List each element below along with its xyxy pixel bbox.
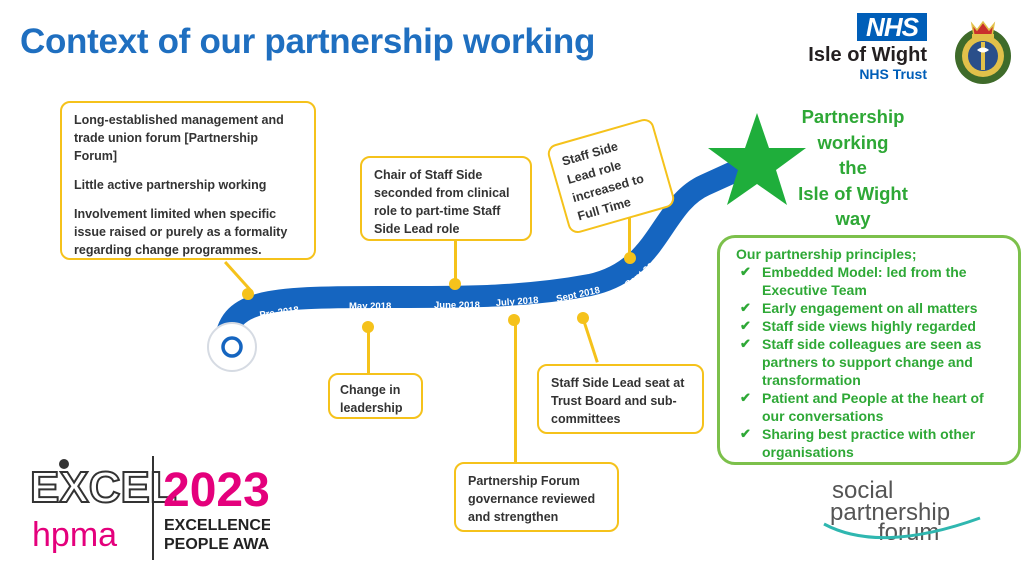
check-icon: ✔ xyxy=(740,264,751,279)
page-title: Context of our partnership working xyxy=(20,22,596,61)
hpma-wordmark: hpma xyxy=(32,516,117,554)
check-icon: ✔ xyxy=(740,426,751,441)
heading-line: working xyxy=(817,131,889,153)
org-name-block: Isle of Wight NHS Trust xyxy=(808,44,927,82)
org-trust: NHS Trust xyxy=(859,66,927,82)
connector-dot xyxy=(362,321,374,333)
check-icon: ✔ xyxy=(740,300,751,315)
connector-dot xyxy=(577,312,589,324)
spf-line1: social xyxy=(832,477,893,504)
connector-may2018 xyxy=(367,330,370,375)
principles-box: Our partnership principles; ✔Embedded Mo… xyxy=(717,235,1021,465)
event-text: Chair of Staff Side seconded from clinic… xyxy=(374,168,510,236)
star-icon xyxy=(708,113,806,205)
connector-june2018 xyxy=(454,240,457,280)
event-text: Involvement limited when specific issue … xyxy=(74,207,288,257)
connector-dot xyxy=(624,252,636,264)
principles-list: ✔Embedded Model: led from the Executive … xyxy=(736,263,1008,461)
event-text: Little active partnership working xyxy=(74,178,267,192)
event-box-july2018: Partnership Forum governance reviewed an… xyxy=(454,462,619,532)
nhs-logo: NHS xyxy=(857,13,927,41)
event-box-pre2018: Long-established management and trade un… xyxy=(60,101,316,260)
principles-heading: Our partnership principles; xyxy=(736,246,917,262)
partnership-way-heading: Partnership working the Isle of Wight wa… xyxy=(780,104,926,232)
connector-dot xyxy=(508,314,520,326)
connector-sept2019 xyxy=(628,218,631,258)
check-icon: ✔ xyxy=(740,390,751,405)
awards-year: 2023 xyxy=(163,464,270,517)
org-name: Isle of Wight xyxy=(808,44,927,66)
timeline-road xyxy=(214,149,771,356)
check-icon: ✔ xyxy=(740,336,751,351)
principle-item: ✔Embedded Model: led from the Executive … xyxy=(740,264,967,298)
awards-line2: PEOPLE AWARDS xyxy=(164,536,270,553)
connector-july2018 xyxy=(514,322,517,462)
principle-item: ✔Early engagement on all matters xyxy=(740,300,978,316)
timeline-label-july2018: July 2018 xyxy=(495,295,538,309)
timeline-label-june2018: June 2018 xyxy=(434,300,480,311)
excel-wordmark: EXCEL xyxy=(30,463,177,512)
timeline-label-may2018: May 2018 xyxy=(349,301,391,312)
excel-awards-logo: EXCEL hpma 2023 EXCELLENCE IN PEOPLE AWA… xyxy=(30,456,270,560)
connector-dot xyxy=(242,288,254,300)
event-text: Partnership Forum governance reviewed an… xyxy=(468,474,596,524)
event-box-may2018: Change in leadership xyxy=(328,373,423,419)
heading-line: way xyxy=(835,208,871,229)
principle-item: ✔Staff side colleagues are seen as partn… xyxy=(740,336,982,388)
principle-item: ✔Staff side views highly regarded xyxy=(740,318,976,334)
swoosh-icon xyxy=(823,516,981,540)
heading-line: Partnership xyxy=(801,106,905,127)
figure-icon xyxy=(59,459,69,469)
heading-line: the xyxy=(839,157,867,178)
principle-item: ✔Sharing best practice with other organi… xyxy=(740,426,976,460)
check-icon: ✔ xyxy=(740,318,751,333)
event-box-june2018: Chair of Staff Side seconded from clinic… xyxy=(360,156,532,241)
event-text: Staff Side Lead seat at Trust Board and … xyxy=(551,376,685,426)
heading-line: Isle of Wight xyxy=(798,182,908,204)
crest-icon xyxy=(955,20,1011,84)
spf-logo: social partnership forum xyxy=(823,477,981,546)
event-text: Long-established management and trade un… xyxy=(74,113,284,163)
awards-line1: EXCELLENCE IN xyxy=(164,517,270,534)
event-box-sept2018: Staff Side Lead seat at Trust Board and … xyxy=(537,364,704,434)
principle-item: ✔Patient and People at the heart of our … xyxy=(740,390,984,424)
spf-line2: partnership xyxy=(830,499,950,526)
connector-dot xyxy=(449,278,461,290)
event-text: Change in leadership xyxy=(340,383,403,415)
timeline-label-pre2018: Pre-2018 xyxy=(259,305,300,321)
